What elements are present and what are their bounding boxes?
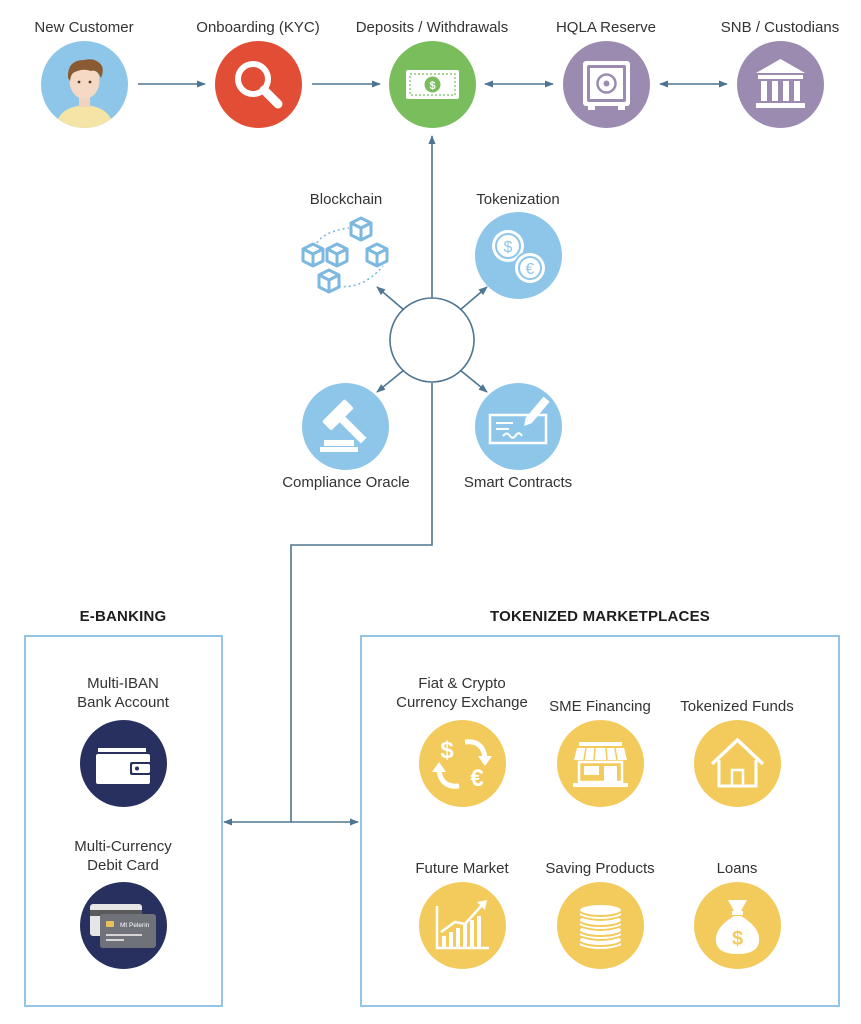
- banknote-icon: $: [389, 41, 476, 128]
- safe-icon: [563, 41, 650, 128]
- link-hub-to-bottom: [290, 383, 433, 822]
- label-deposits: Deposits / Withdrawals: [355, 19, 509, 36]
- label-new-customer: New Customer: [34, 19, 134, 36]
- label-exchange-2: Currency Exchange: [396, 694, 528, 711]
- blockchain-cubes-icon: [301, 216, 389, 294]
- label-blockchain: Blockchain: [309, 191, 383, 208]
- label-compliance: Compliance Oracle: [282, 474, 410, 491]
- ebanking-panel: [24, 635, 223, 1007]
- ebanking-title: E-BANKING: [79, 608, 167, 625]
- svg-text:$: $: [440, 737, 454, 764]
- label-exchange-1: Fiat & Crypto: [418, 675, 506, 692]
- label-multi-iban-1: Multi-IBAN: [87, 675, 159, 692]
- svg-text:$: $: [429, 80, 435, 92]
- label-loans: Loans: [716, 860, 758, 877]
- spoke-compliance: [376, 369, 405, 393]
- bank-building-icon: [737, 41, 824, 128]
- signed-cheque-icon: [475, 383, 562, 470]
- label-multi-currency-2: Debit Card: [87, 857, 159, 874]
- svg-text:€: €: [470, 765, 483, 792]
- label-future: Future Market: [415, 860, 509, 877]
- label-tokenization: Tokenization: [476, 191, 560, 208]
- growth-chart-icon: [419, 882, 506, 969]
- wallet-icon: [80, 720, 167, 807]
- label-smart-contracts: Smart Contracts: [463, 474, 573, 491]
- card-brand-text: Mt Pelerin: [120, 922, 150, 929]
- coin-stack-icon: [557, 882, 644, 969]
- svg-text:$: $: [504, 239, 513, 256]
- label-funds: Tokenized Funds: [680, 698, 794, 715]
- spoke-smart-contracts: [459, 369, 488, 393]
- label-multi-currency-1: Multi-Currency: [74, 838, 172, 855]
- marketplaces-title: TOKENIZED MARKETPLACES: [490, 608, 710, 625]
- person-icon: [41, 41, 128, 128]
- spoke-tokenization: [459, 286, 488, 311]
- label-hqla: HQLA Reserve: [555, 19, 657, 36]
- currency-exchange-icon: $ €: [419, 720, 506, 807]
- shop-icon: [557, 720, 644, 807]
- label-multi-iban-2: Bank Account: [77, 694, 169, 711]
- svg-text:$: $: [732, 928, 743, 950]
- label-sme: SME Financing: [549, 698, 651, 715]
- money-bag-icon: $: [694, 882, 781, 969]
- label-saving: Saving Products: [545, 860, 655, 877]
- hub-circle: [389, 297, 475, 383]
- spoke-blockchain: [376, 286, 405, 311]
- debit-card-icon: Mt Pelerin: [80, 882, 167, 969]
- magnifier-icon: [215, 41, 302, 128]
- svg-text:€: €: [526, 261, 535, 278]
- marketplaces-panel: [360, 635, 840, 1007]
- gavel-icon: [302, 383, 389, 470]
- coins-icon: $ €: [475, 212, 562, 299]
- house-icon: [694, 720, 781, 807]
- label-snb: SNB / Custodians: [720, 19, 840, 36]
- label-onboarding: Onboarding (KYC): [196, 19, 320, 36]
